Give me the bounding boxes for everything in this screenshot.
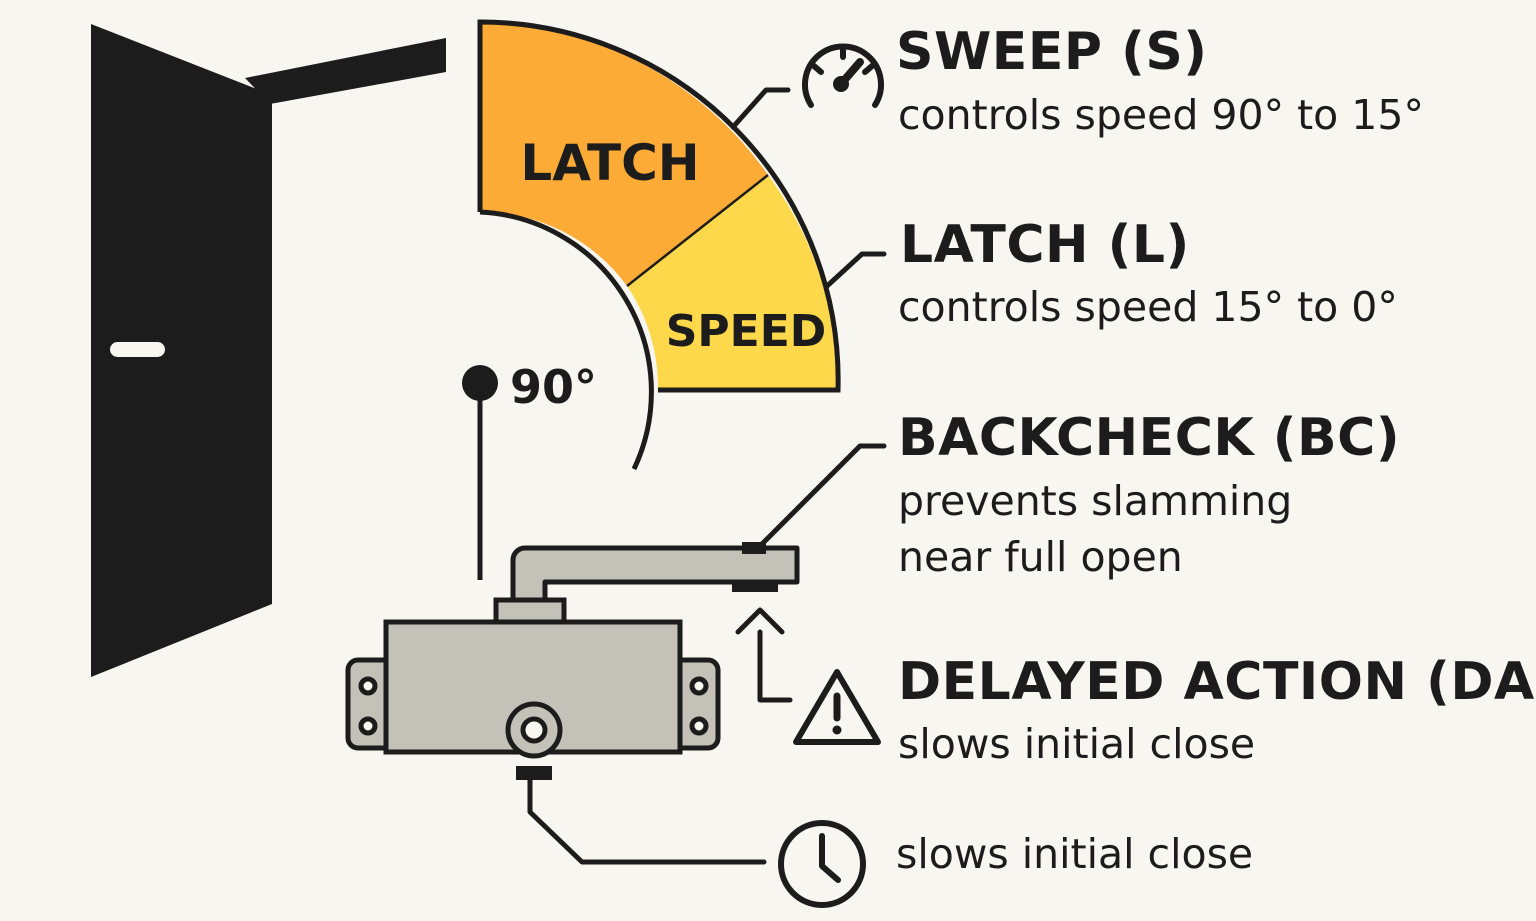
sweep-desc: controls speed 90° to 15° bbox=[898, 91, 1424, 139]
warning-triangle-icon bbox=[793, 669, 881, 745]
adjustment-screw-inner bbox=[520, 716, 548, 744]
warning-triangle-outline bbox=[793, 669, 881, 745]
backcheck-leader bbox=[755, 443, 887, 551]
door-panel bbox=[91, 24, 272, 677]
closer-body bbox=[345, 597, 721, 780]
clock-icon bbox=[778, 820, 866, 908]
speed-arc: LATCH SPEED bbox=[477, 19, 841, 471]
sweep-title: SWEEP (S) bbox=[896, 22, 1208, 82]
backcheck-valve bbox=[742, 542, 766, 554]
speedometer-icon bbox=[802, 43, 884, 108]
arc-outline bbox=[477, 19, 841, 393]
pinion-cap bbox=[493, 597, 567, 625]
sweep-leader bbox=[730, 87, 791, 130]
angle-label: 90° bbox=[510, 360, 597, 414]
delayed-action-leader bbox=[757, 629, 793, 703]
upper-zone-label: LATCH bbox=[520, 134, 699, 192]
sweep-zone bbox=[480, 22, 768, 286]
adjustment-screw-stem bbox=[516, 766, 552, 780]
mount-hole-tr bbox=[689, 676, 709, 696]
lower-zone-label: SPEED bbox=[666, 306, 827, 357]
warning-exclamation-dot bbox=[832, 725, 842, 735]
backcheck-desc-line-2: near full open bbox=[898, 533, 1183, 581]
clock-face bbox=[778, 820, 866, 908]
backcheck-title: BACKCHECK (BC) bbox=[898, 408, 1401, 468]
delayed-action-arrow-head bbox=[735, 607, 785, 635]
latch-zone bbox=[627, 175, 839, 390]
latch-leader bbox=[823, 251, 887, 290]
mount-hole-bl bbox=[358, 716, 378, 736]
door-top-edge bbox=[245, 38, 446, 104]
latch-title: LATCH (L) bbox=[900, 215, 1190, 275]
latch-desc: controls speed 15° to 0° bbox=[898, 283, 1398, 331]
backcheck-desc-line-1: prevents slamming bbox=[898, 477, 1293, 525]
zone-divider bbox=[626, 174, 769, 287]
door-handle bbox=[110, 342, 165, 357]
mount-hole-br bbox=[689, 716, 709, 736]
angle-marker: 90° bbox=[462, 360, 597, 580]
delayed-action-title: DELAYED ACTION (DA) bbox=[898, 652, 1536, 712]
mount-hole-tl bbox=[358, 676, 378, 696]
speedometer-tick-left bbox=[811, 63, 824, 75]
door bbox=[91, 24, 446, 677]
leader-lines bbox=[527, 87, 887, 865]
delayed-action-valve bbox=[732, 582, 778, 592]
pivot-dot bbox=[462, 365, 498, 401]
timer-leader bbox=[527, 777, 767, 865]
closer-arm bbox=[510, 542, 800, 603]
inner-arc bbox=[479, 209, 654, 471]
timer-desc: slows initial close bbox=[896, 830, 1254, 878]
speedometer-tick-right bbox=[862, 63, 875, 75]
speedometer-hub bbox=[833, 76, 849, 92]
arm-link bbox=[510, 545, 800, 603]
delayed-action-desc: slows initial close bbox=[898, 720, 1256, 768]
clock-hands bbox=[819, 833, 841, 883]
